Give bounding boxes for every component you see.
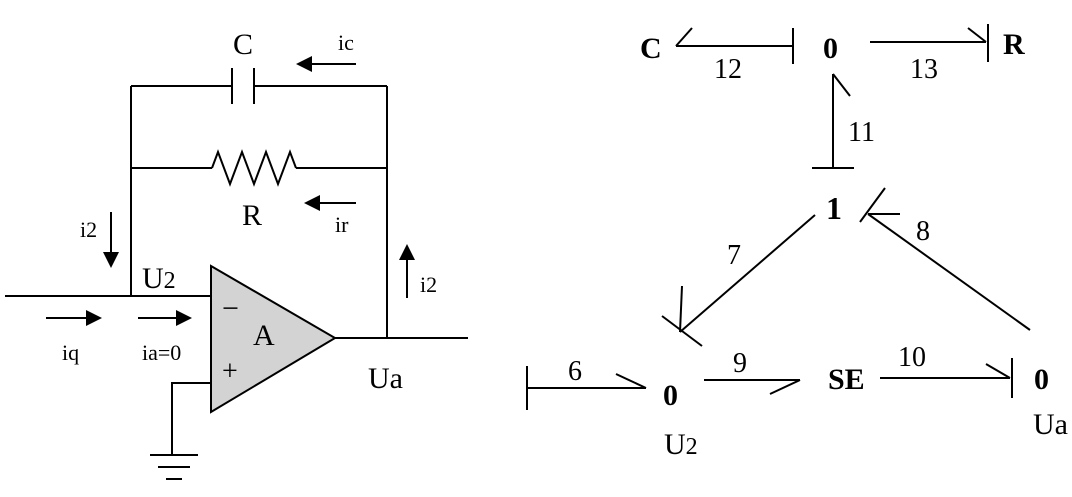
bond-node-zero-top: 0 bbox=[823, 32, 838, 65]
bond-8 bbox=[859, 187, 1031, 331]
bond-number-7: 7 bbox=[727, 240, 741, 271]
current-arrow-ir bbox=[304, 195, 356, 211]
current-label-ic: ic bbox=[338, 30, 354, 55]
opamp-plus-sign: + bbox=[222, 356, 238, 387]
node-label-u2: U2 bbox=[142, 262, 176, 295]
bond-caption-u2: U2 bbox=[664, 428, 698, 461]
bond-number-8: 8 bbox=[916, 216, 930, 247]
bond-node-zero-u2: 0 bbox=[663, 379, 678, 412]
bond-6 bbox=[526, 366, 647, 410]
resistor-label: R bbox=[242, 199, 262, 232]
current-arrow-iq bbox=[46, 310, 102, 326]
bond-number-13: 13 bbox=[910, 54, 938, 85]
current-label-i2-left: i2 bbox=[80, 217, 97, 242]
opamp-triangle bbox=[210, 264, 337, 414]
bond-number-9: 9 bbox=[733, 348, 747, 379]
bond-node-r: R bbox=[1003, 28, 1025, 61]
bond-caption-ua: Ua bbox=[1033, 408, 1068, 441]
bond-7 bbox=[661, 214, 816, 347]
bond-11 bbox=[812, 73, 854, 169]
bond-number-11: 11 bbox=[848, 117, 875, 148]
resistor-zigzag bbox=[211, 149, 297, 187]
opamp-minus-sign: − bbox=[222, 292, 239, 325]
output-label-ua: Ua bbox=[368, 362, 403, 395]
current-arrow-i2-right bbox=[399, 244, 415, 298]
bond-10 bbox=[880, 358, 1013, 398]
current-label-iq: iq bbox=[62, 340, 79, 365]
current-label-ia: ia=0 bbox=[142, 340, 181, 365]
ground-wire bbox=[171, 382, 211, 455]
current-label-i2-right: i2 bbox=[420, 272, 437, 297]
current-arrow-ia bbox=[138, 310, 192, 326]
bond-number-12: 12 bbox=[714, 54, 742, 85]
current-arrow-i2-left bbox=[103, 212, 119, 268]
opamp-label: A bbox=[253, 319, 275, 352]
bond-12 bbox=[675, 27, 794, 64]
current-arrow-ic bbox=[296, 56, 356, 72]
bond-9 bbox=[704, 379, 801, 395]
bond-node-one: 1 bbox=[826, 190, 842, 226]
bond-number-6: 6 bbox=[568, 356, 582, 387]
capacitor-label: C bbox=[233, 28, 253, 61]
bond-node-c: C bbox=[640, 32, 662, 65]
circuit-diagram: C ic R ir i2 i2 U2 − + A iq ia=0 Ua bbox=[5, 28, 468, 480]
bond-13 bbox=[870, 24, 989, 62]
bond-node-se: SE bbox=[828, 363, 865, 396]
bond-graph: C 0 R 1 0 SE 0 U2 Ua 12 13 11 7 8 6 9 10 bbox=[526, 24, 1068, 461]
bond-number-10: 10 bbox=[898, 342, 926, 373]
bond-node-zero-ua: 0 bbox=[1034, 363, 1049, 396]
current-label-ir: ir bbox=[335, 212, 349, 237]
